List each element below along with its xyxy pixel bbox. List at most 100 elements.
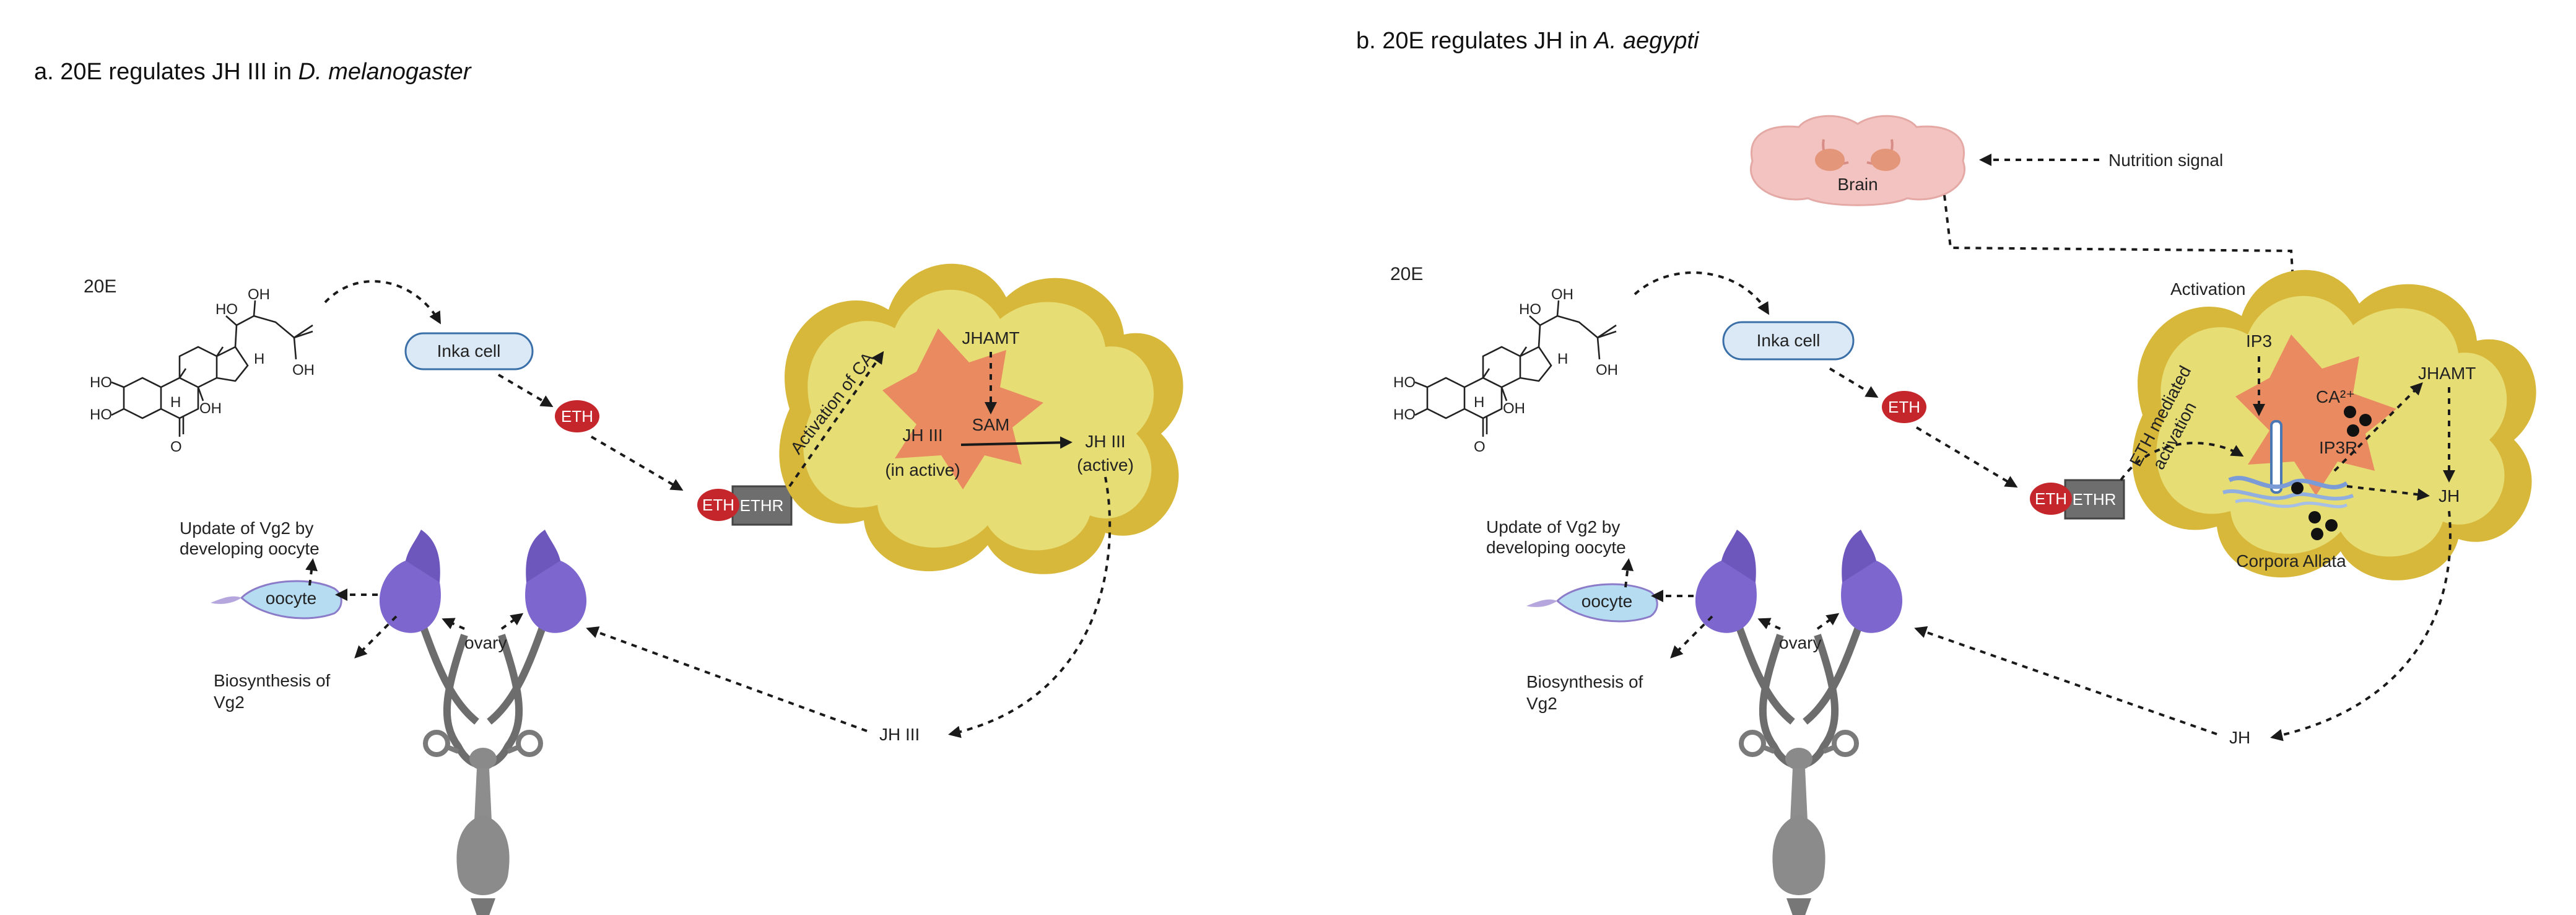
brain-label: Brain [1837,175,1878,194]
arrow-brain-to-ca [1943,195,2300,303]
ip3-label: IP3 [2246,331,2272,351]
svg-text:ETH: ETH [561,407,593,426]
arrow-ovary-left-b [1757,618,1781,630]
svg-text:OH: OH [1596,362,1618,379]
corpora-allata-b [2132,269,2536,580]
jhamt-label: JHAMT [962,328,1019,348]
arrow-ovary-left [442,618,465,630]
biosynthesis-label-b: Biosynthesis of [1526,672,1643,691]
svg-text:ETH: ETH [702,496,734,514]
inka-cell: Inka cell [404,332,534,370]
svg-text:ETH: ETH [1888,398,1920,416]
biosynthesis-label-b-2: Vg2 [1526,694,1557,713]
svg-text:H: H [1557,351,1568,367]
steroid-structure: HO HO O OH HO OH OH H H [90,286,315,455]
hormone-20e-label-b: 20E [1390,264,1423,284]
svg-text:oocyte: oocyte [266,589,317,608]
ip3-receptor-channel [2222,420,2354,509]
oocyte-b: oocyte [1525,583,1658,623]
hormone-20e-label: 20E [84,276,116,297]
arrow-inka-to-eth-b [1829,367,1879,398]
activation-label-b: Activation [2170,279,2245,299]
sam-label: SAM [972,415,1010,434]
arrow-ovary-to-biosynthesis [354,615,398,659]
update-vg2-label-2: developing oocyte [180,539,320,558]
svg-text:H: H [170,394,181,411]
arrow-ca-to-jhamt [2333,382,2423,472]
svg-text:ETHR: ETHR [2073,490,2117,509]
ca-ion-label: CA²⁺ [2316,387,2355,406]
update-vg2-label: Update of Vg2 by [180,519,313,538]
svg-text:OH: OH [292,362,315,379]
svg-text:Inka cell: Inka cell [1757,331,1821,350]
oocyte: oocyte [209,580,342,619]
svg-text:Inka cell: Inka cell [437,341,501,361]
jh-inactive-sub: (in active) [885,460,960,479]
svg-text:HO: HO [215,301,238,318]
svg-text:OH: OH [1551,286,1573,303]
svg-text:HO: HO [1519,301,1541,318]
svg-text:OH: OH [199,400,222,417]
jh-inactive-label: JH III [902,426,942,445]
panel-b: b. 20E regulates JH in A. aegypti Brain … [1356,28,2536,915]
jh-right-label: JH [2439,486,2460,506]
arrow-ovary-to-biosynthesis-b [1670,615,1713,659]
arrow-receptor-to-jh [2346,485,2430,501]
svg-text:OH: OH [1503,400,1525,417]
nutrition-signal-label: Nutrition signal [2108,151,2223,170]
svg-text:ETHR: ETHR [740,496,784,515]
svg-text:O: O [1474,439,1486,455]
arrow-jh-to-ovary [586,626,868,732]
ovary-label: ovary [464,633,507,652]
svg-text:O: O [170,439,182,455]
arrow-20e-to-inka [324,280,441,325]
arrow-jh-release [948,476,1112,738]
arrow-inka-to-eth [497,374,554,408]
arrow-ovary-right-b [1816,613,1840,630]
arrow-jh-activation [960,436,1073,449]
panel-a: a. 20E regulates JH III in D. melanogast… [34,59,1183,915]
jh-bottom-label-b: JH [2229,728,2250,747]
svg-text:HO: HO [90,374,112,391]
arrow-jh-release-b [2270,510,2452,742]
ovary-tract-b [1695,530,1902,915]
brain: Brain [1750,115,1965,206]
svg-text:HO: HO [1393,406,1416,423]
svg-text:H: H [1474,394,1484,411]
panel-a-heading: a. 20E regulates JH III in D. melanogast… [34,59,472,85]
biosynthesis-label: Biosynthesis of [214,671,331,690]
arrow-oocyte-up [305,558,318,586]
arrow-eth-to-ethr-b [1915,426,2018,488]
svg-text:HO: HO [1393,374,1416,391]
jh-bottom-label: JH III [879,725,920,744]
svg-text:H: H [254,351,264,367]
svg-text:ETH: ETH [2035,489,2067,508]
eth-receptor-b: ETHR ETH [2030,479,2125,520]
update-vg2-label-b-2: developing oocyte [1486,538,1626,557]
svg-text:oocyte: oocyte [1582,592,1633,611]
inka-cell-b: Inka cell [1722,321,1855,361]
eth-peptide: ETH [555,400,599,432]
corpora-allata-label: Corpora Allata [2236,551,2346,571]
arrow-jh-to-ovary-b [1914,626,2217,735]
jh-active-sub: (active) [1077,455,1134,475]
arrow-oocyte-up-b [1621,558,1634,588]
arrow-eth-to-ethr [590,436,684,491]
svg-text:HO: HO [90,406,112,423]
arrow-activation-of-ca [788,351,884,488]
panel-b-heading: b. 20E regulates JH in A. aegypti [1356,28,1700,54]
eth-peptide-b: ETH [1882,391,1926,423]
arrow-eth-mediated-activation [2120,442,2244,481]
biosynthesis-label-2: Vg2 [214,693,245,712]
svg-text:OH: OH [248,286,270,303]
eth-receptor: ETHR ETH [697,485,793,526]
jh-active-label: JH III [1085,432,1125,451]
ovary-label-b: ovary [1779,633,1821,652]
steroid-structure-b: HO HO O OH HO OH OH H H [1393,286,1618,455]
update-vg2-label-b: Update of Vg2 by [1486,517,1620,536]
calcium-ions [2291,406,2372,540]
arrow-ovary-right [500,613,524,630]
ovary-tract [380,530,586,915]
arrow-20e-to-inka-b [1634,271,1770,315]
